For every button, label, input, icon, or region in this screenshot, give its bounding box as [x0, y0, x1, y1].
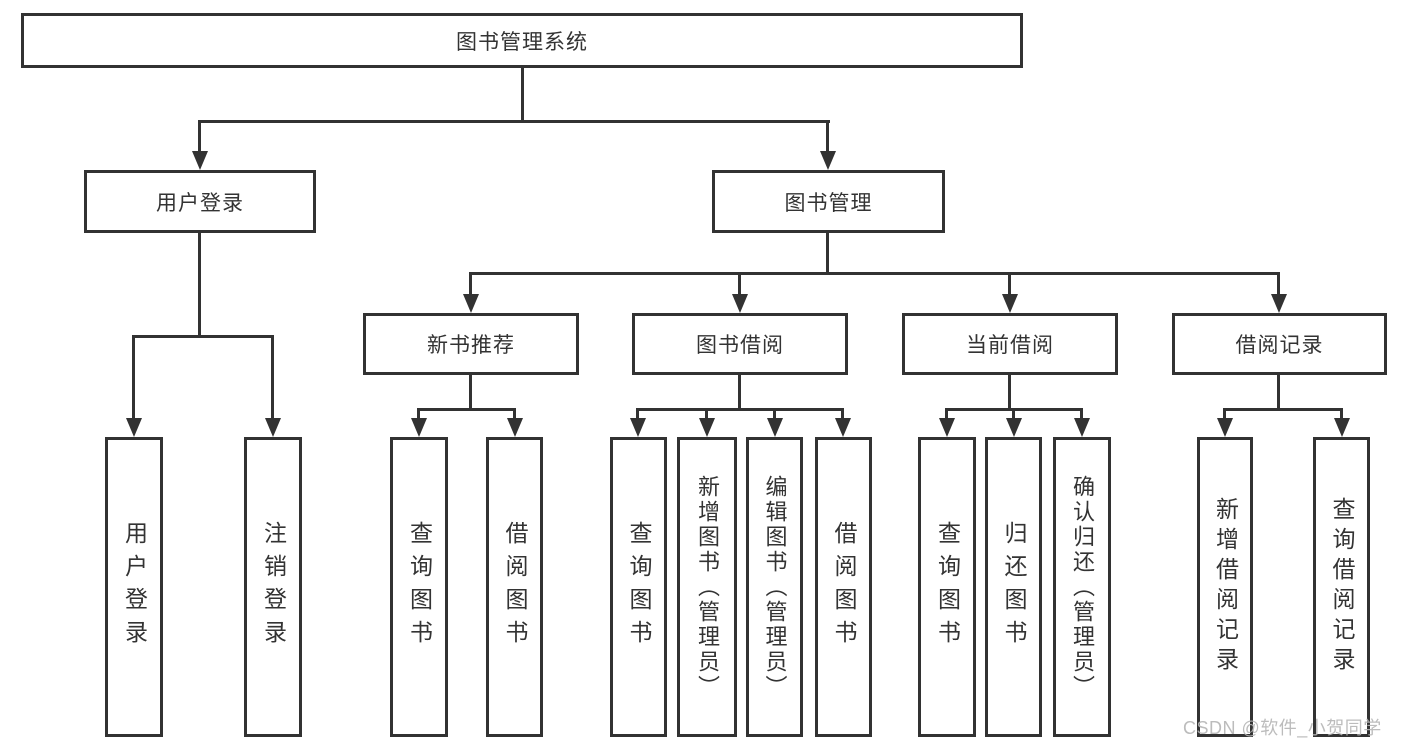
leaf-borrow-books-recommend: 借阅图书	[486, 437, 543, 737]
connector-drop-current-borrowing	[1008, 272, 1011, 297]
arrowhead-borrowing-records	[1271, 294, 1287, 313]
node-new-book-recommend: 新书推荐	[363, 313, 579, 375]
connector-book-borrowing-stem	[738, 375, 741, 408]
connector-borrowing-records-rail	[1223, 408, 1342, 411]
node-user-login-label: 用户登录	[156, 191, 244, 215]
arrowhead-bb-add	[699, 418, 715, 437]
connector-drop-new-book	[469, 272, 472, 297]
connector-current-borrowing-stem	[1008, 375, 1011, 408]
leaf-edit-books-admin: 编辑图书（管理员）	[746, 437, 803, 737]
leaf-borrow-books-borrowing: 借阅图书	[815, 437, 872, 737]
csdn-watermark: CSDN @软件_小贺同学	[1183, 718, 1382, 738]
connector-drop-br-add	[1223, 408, 1226, 422]
connector-borrowing-records-stem	[1277, 375, 1280, 408]
leaf-logout: 注销登录	[244, 437, 302, 737]
connector-drop-cb-return	[1012, 408, 1015, 422]
arrowhead-cb-return	[1006, 418, 1022, 437]
arrowhead-user-login	[192, 151, 208, 170]
node-book-borrowing: 图书借阅	[632, 313, 848, 375]
leaf-add-borrow-record-label: 新增借阅记录	[1212, 497, 1239, 677]
leaf-edit-books-admin-label: 编辑图书（管理员）	[762, 474, 788, 700]
arrowhead-cb-query	[939, 418, 955, 437]
node-book-borrowing-label: 图书借阅	[696, 334, 784, 357]
arrowhead-br-add	[1217, 418, 1233, 437]
arrowhead-nb-borrow	[507, 418, 523, 437]
arrowhead-bb-query	[630, 418, 646, 437]
node-borrowing-records: 借阅记录	[1172, 313, 1387, 375]
node-book-management: 图书管理	[712, 170, 945, 233]
node-book-management-label: 图书管理	[784, 191, 873, 215]
node-borrowing-records-label: 借阅记录	[1235, 334, 1324, 357]
leaf-user-login-label: 用户登录	[121, 521, 148, 653]
connector-drop-bb-edit	[773, 408, 776, 422]
connector-drop-user-login	[198, 120, 201, 154]
arrowhead-leaf-login	[126, 418, 142, 437]
leaf-query-books-borrowing: 查询图书	[610, 437, 667, 737]
leaf-query-books-borrowing-label: 查询图书	[626, 521, 652, 653]
leaf-user-login: 用户登录	[105, 437, 163, 737]
leaf-query-books-recommend: 查询图书	[390, 437, 448, 737]
node-user-login: 用户登录	[84, 170, 316, 233]
leaf-add-books-admin-label: 新增图书（管理员）	[695, 474, 720, 700]
leaf-return-books: 归还图书	[985, 437, 1042, 737]
arrowhead-book-borrowing	[732, 294, 748, 313]
leaf-borrow-books-borrowing-label: 借阅图书	[831, 521, 857, 653]
connector-drop-bb-add	[705, 408, 708, 422]
connector-drop-cb-confirm	[1080, 408, 1083, 422]
arrowhead-bb-edit	[767, 418, 783, 437]
arrowhead-leaf-logout	[265, 418, 281, 437]
leaf-return-books-label: 归还图书	[1001, 521, 1027, 653]
connector-drop-leaf-logout	[271, 335, 274, 421]
node-root-label: 图书管理系统	[456, 30, 588, 54]
connector-root-rail	[198, 120, 830, 123]
leaf-query-borrow-record: 查询借阅记录	[1313, 437, 1370, 737]
connector-drop-book-borrowing	[738, 272, 741, 297]
node-current-borrowing-label: 当前借阅	[966, 334, 1054, 357]
leaf-add-books-admin: 新增图书（管理员）	[677, 437, 737, 737]
connector-book-management-stem	[826, 233, 829, 272]
leaf-query-books-current: 查询图书	[918, 437, 976, 737]
arrowhead-current-borrowing	[1002, 294, 1018, 313]
leaf-borrow-books-recommend-label: 借阅图书	[502, 521, 528, 653]
connector-drop-bb-query	[636, 408, 639, 422]
leaf-confirm-return-admin-label: 确认归还（管理员）	[1070, 474, 1095, 700]
connector-drop-leaf-login	[132, 335, 135, 421]
connector-new-book-rail	[417, 408, 516, 411]
connector-drop-bb-borrow	[841, 408, 844, 422]
connector-root-stem	[521, 68, 524, 120]
node-new-book-recommend-label: 新书推荐	[427, 334, 515, 357]
arrowhead-bb-borrow	[835, 418, 851, 437]
arrowhead-cb-confirm	[1074, 418, 1090, 437]
leaf-confirm-return-admin: 确认归还（管理员）	[1053, 437, 1111, 737]
connector-drop-nb-query	[417, 408, 420, 422]
arrowhead-br-query	[1334, 418, 1350, 437]
connector-drop-borrowing-records	[1277, 272, 1280, 297]
connector-drop-nb-borrow	[513, 408, 516, 422]
node-current-borrowing: 当前借阅	[902, 313, 1118, 375]
leaf-logout-label: 注销登录	[260, 521, 287, 653]
connector-drop-book-management	[826, 120, 829, 154]
connector-drop-cb-query	[945, 408, 948, 422]
leaf-query-books-recommend-label: 查询图书	[406, 521, 433, 653]
node-root: 图书管理系统	[21, 13, 1023, 68]
connector-user-login-rail	[132, 335, 274, 338]
arrowhead-nb-query	[411, 418, 427, 437]
leaf-add-borrow-record: 新增借阅记录	[1197, 437, 1253, 737]
leaf-query-borrow-record-label: 查询借阅记录	[1329, 497, 1355, 677]
connector-book-management-rail	[469, 272, 1280, 275]
arrowhead-book-management	[820, 151, 836, 170]
leaf-query-books-current-label: 查询图书	[934, 521, 961, 653]
connector-user-login-stem	[198, 233, 201, 335]
connector-new-book-stem	[469, 375, 472, 408]
arrowhead-new-book	[463, 294, 479, 313]
connector-book-borrowing-rail	[636, 408, 844, 411]
connector-drop-br-query	[1340, 408, 1343, 422]
